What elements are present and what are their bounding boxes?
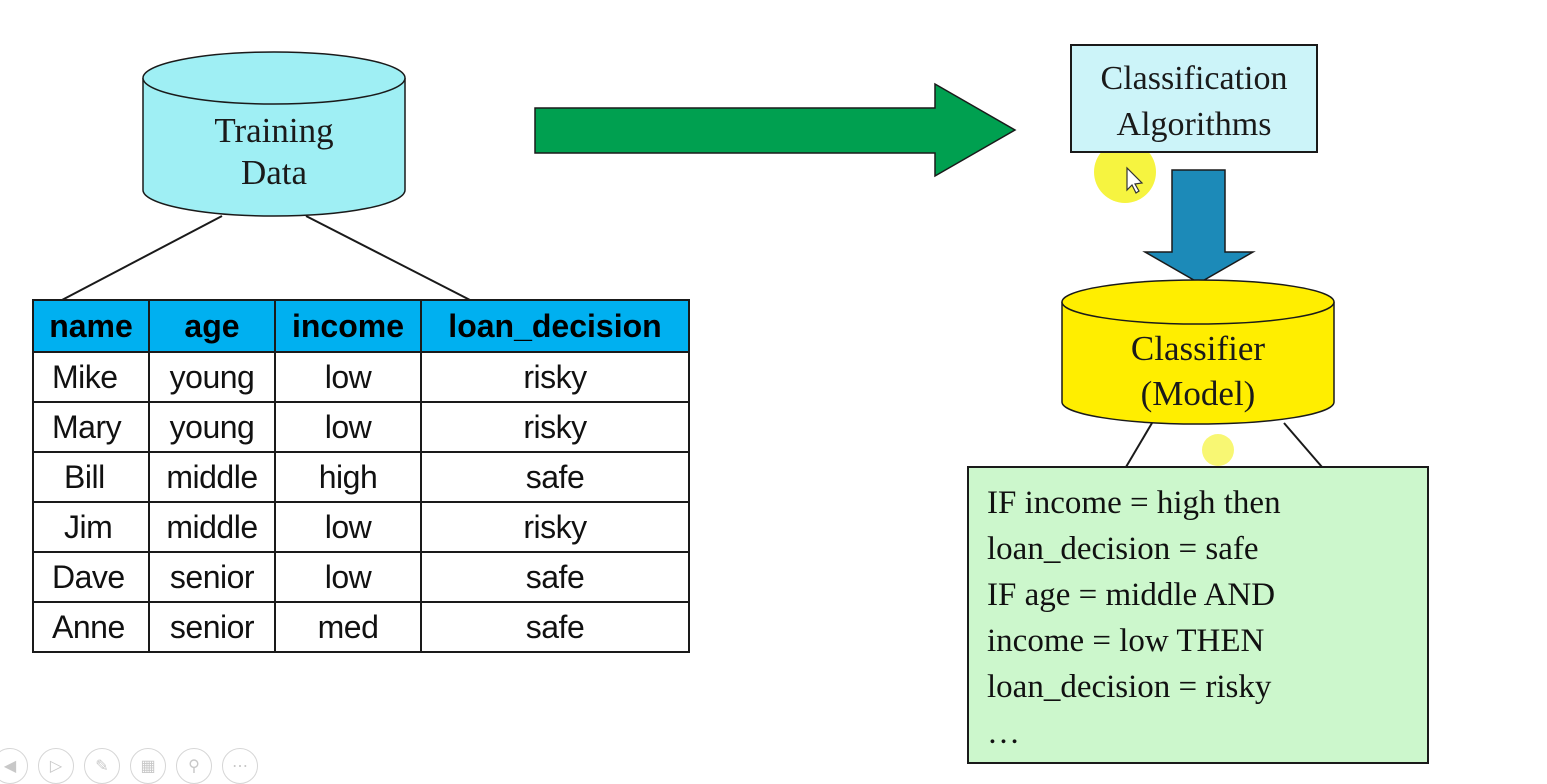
cell-name: Anne xyxy=(32,601,150,653)
training-data-line2: Data xyxy=(240,153,308,192)
table-row: Mike young low risky xyxy=(32,351,690,403)
down-arrow xyxy=(1142,169,1256,284)
training-data-label: Training Data xyxy=(143,110,405,194)
table-row: Jim middle low risky xyxy=(32,501,690,553)
cursor-trail xyxy=(1202,434,1234,466)
training-data-table: name age income loan_decision Mike young… xyxy=(32,299,690,653)
mouse-pointer-icon xyxy=(1126,166,1144,194)
cell-name: Mike xyxy=(32,351,150,403)
cell-income: low xyxy=(274,551,422,603)
classifier-cylinder xyxy=(1061,279,1335,425)
header-income: income xyxy=(274,299,422,353)
zoom-icon[interactable]: ⚲ xyxy=(176,748,212,784)
cell-age: young xyxy=(148,401,276,453)
prev-icon[interactable]: ◀ xyxy=(0,748,28,784)
classification-rules-box: IF income = high then loan_decision = sa… xyxy=(967,466,1429,764)
cell-age: senior xyxy=(148,551,276,603)
cell-name: Dave xyxy=(32,551,150,603)
classifier-line2: (Model) xyxy=(1140,374,1256,413)
header-loan-decision: loan_decision xyxy=(420,299,690,353)
header-age: age xyxy=(148,299,276,353)
rule-line: income = low THEN xyxy=(987,623,1265,659)
header-name: name xyxy=(32,299,150,353)
training-data-line1: Training xyxy=(214,111,334,150)
classifier-label: Classifier (Model) xyxy=(1062,326,1334,416)
classifier-line1: Classifier xyxy=(1130,329,1266,368)
rule-line: IF income = high then xyxy=(987,485,1281,521)
right-arrow xyxy=(534,82,1017,178)
cell-name: Mary xyxy=(32,401,150,453)
cell-name: Jim xyxy=(32,501,150,553)
cell-income: low xyxy=(274,351,422,403)
cell-age: middle xyxy=(148,501,276,553)
rule-line: loan_decision = risky xyxy=(987,669,1272,705)
table-header-row: name age income loan_decision xyxy=(32,299,690,353)
more-icon[interactable]: ⋯ xyxy=(222,748,258,784)
training-data-cylinder xyxy=(142,51,406,217)
play-icon[interactable]: ▷ xyxy=(38,748,74,784)
cell-loan-decision: safe xyxy=(420,451,690,503)
algorithms-line1: Classification xyxy=(1100,60,1288,97)
table-row: Mary young low risky xyxy=(32,401,690,453)
slideshow-toolbar: ◀ ▷ ✎ ▦ ⚲ ⋯ xyxy=(0,748,258,784)
cell-age: young xyxy=(148,351,276,403)
cell-income: med xyxy=(274,601,422,653)
classifier-line-left xyxy=(1125,422,1153,468)
table-row: Anne senior med safe xyxy=(32,601,690,653)
table-row: Bill middle high safe xyxy=(32,451,690,503)
connector-line-right xyxy=(305,215,471,301)
cell-income: low xyxy=(274,501,422,553)
rule-line: IF age = middle AND xyxy=(987,577,1276,613)
rule-line: … xyxy=(987,715,1020,751)
cell-loan-decision: safe xyxy=(420,601,690,653)
classifier-line-right xyxy=(1283,422,1323,468)
cell-income: low xyxy=(274,401,422,453)
cell-age: middle xyxy=(148,451,276,503)
classification-algorithms-box: Classification Algorithms xyxy=(1070,44,1318,153)
cell-age: senior xyxy=(148,601,276,653)
connector-line-left xyxy=(61,215,223,301)
rule-line: loan_decision = safe xyxy=(987,531,1259,567)
cell-income: high xyxy=(274,451,422,503)
algorithms-line2: Algorithms xyxy=(1116,106,1272,143)
cell-loan-decision: safe xyxy=(420,551,690,603)
cell-loan-decision: risky xyxy=(420,401,690,453)
cell-loan-decision: risky xyxy=(420,351,690,403)
cell-name: Bill xyxy=(32,451,150,503)
table-row: Dave senior low safe xyxy=(32,551,690,603)
cursor-highlight xyxy=(1094,141,1156,203)
cell-loan-decision: risky xyxy=(420,501,690,553)
pen-icon[interactable]: ✎ xyxy=(84,748,120,784)
slides-icon[interactable]: ▦ xyxy=(130,748,166,784)
